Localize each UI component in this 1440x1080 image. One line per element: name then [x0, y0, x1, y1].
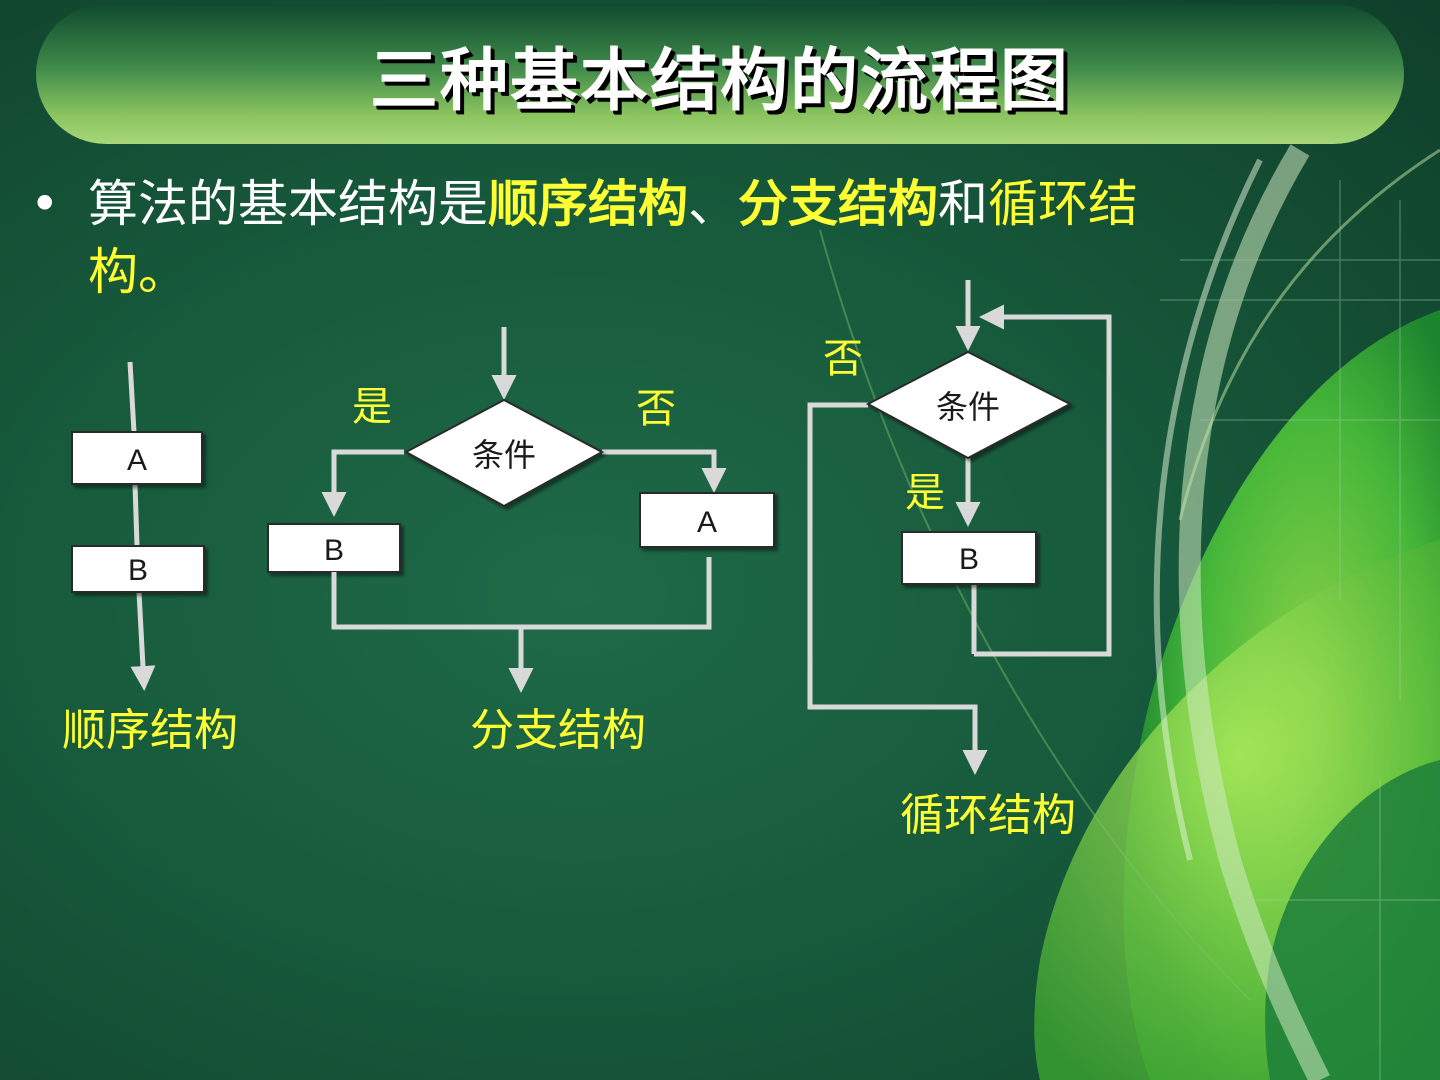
branch-condition-diamond: [403, 398, 605, 508]
sequence-box-a-label: A: [127, 444, 147, 477]
bullet-prefix: 算法的基本结构是: [88, 175, 488, 233]
branch-yes-arrow: [321, 449, 404, 517]
title-bar: 三种基本结构的流程图: [36, 4, 1404, 144]
branch-caption: 分支结构: [470, 705, 646, 756]
loop-condition-label: 条件: [936, 388, 1000, 426]
sequence-link-line: [132, 483, 140, 547]
bullet-term-sequence: 顺序结构: [488, 175, 688, 233]
loop-back-arrow: [974, 304, 1112, 657]
loop-box-b: [901, 531, 1037, 585]
branch-yes-label: 是: [352, 384, 392, 430]
branch-box-a: [639, 492, 775, 548]
bullet-term-branch: 分支结构: [738, 175, 938, 233]
branch-box-b: [267, 523, 401, 573]
bullet-conjunction: 和: [938, 175, 988, 233]
loop-no-exit-arrow: [807, 402, 988, 775]
sequence-box-b: [71, 545, 205, 593]
sequence-exit-arrow: [130, 591, 156, 691]
branch-no-arrow: [602, 449, 727, 493]
sequence-caption: 顺序结构: [62, 705, 238, 756]
loop-condition-diamond: [865, 350, 1073, 460]
branch-condition-label: 条件: [472, 436, 536, 474]
loop-flowchart: 条件 否 是 B 循环结构: [807, 280, 1112, 841]
bullet-dot-icon: •: [30, 175, 60, 233]
bullet-point: • 算法的基本结构是顺序结构、分支结构和循环结构。: [30, 170, 1180, 306]
bullet-text: 算法的基本结构是顺序结构、分支结构和循环结构。: [88, 170, 1180, 306]
page-title: 三种基本结构的流程图: [369, 41, 1070, 121]
branch-no-label: 否: [636, 386, 676, 432]
loop-box-b-label: B: [959, 543, 979, 576]
branch-box-a-label: A: [697, 506, 717, 539]
loop-no-label: 否: [823, 336, 863, 382]
loop-caption: 循环结构: [900, 790, 1076, 841]
bullet-suffix: 。: [138, 243, 188, 301]
bullet-term-loop: 循环结构: [88, 175, 1138, 301]
loop-yes-label: 是: [905, 470, 945, 516]
bullet-separator: 、: [688, 175, 738, 233]
sequence-box-a: [71, 431, 203, 485]
branch-box-b-label: B: [324, 534, 344, 567]
sequence-flowchart: A B 顺序结构: [62, 361, 238, 756]
sequence-entry-line: [127, 361, 137, 433]
sequence-box-b-label: B: [128, 554, 148, 587]
branch-flowchart: 条件 是 否 B A 分支结构: [267, 327, 775, 756]
